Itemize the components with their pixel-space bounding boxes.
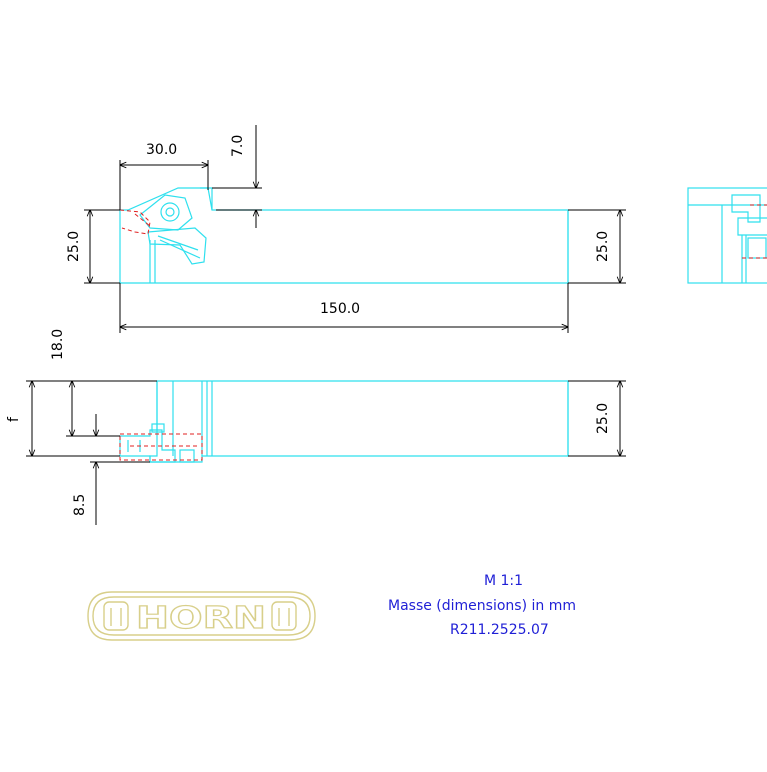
dim-top-offset: 7.0 (230, 135, 246, 157)
part-number: R211.2525.07 (450, 622, 549, 638)
top-view (119, 187, 569, 284)
dim-side-height: 25.0 (595, 403, 611, 434)
dim-side-f: f (6, 416, 22, 422)
side-view-shank-outline (149, 380, 569, 463)
top-view-dimensions (84, 125, 626, 333)
side-view (119, 380, 569, 463)
clamp-screw-inner-icon (165, 207, 175, 217)
insert-line (159, 239, 201, 259)
insert-shape (147, 227, 207, 265)
insert-line-2 (157, 235, 199, 251)
dim-height-left: 25.0 (66, 231, 82, 262)
dim-length: 150.0 (320, 301, 360, 317)
horn-logo (87, 591, 316, 641)
dim-height-right: 25.0 (595, 231, 611, 262)
side-view-dimensions (26, 381, 626, 525)
top-view-hidden-lines (119, 209, 151, 235)
side-view-insert (119, 429, 176, 463)
dim-side-bottom: 8.5 (72, 494, 88, 516)
logo-text: HORN (136, 601, 266, 636)
clamp-screw-icon (160, 202, 180, 222)
clamp-shape (139, 194, 193, 231)
units-note: Masse (dimensions) in mm (388, 598, 576, 614)
end-view (687, 187, 767, 284)
dim-top-width: 30.0 (146, 142, 177, 158)
top-view-shank-outline (119, 187, 569, 284)
side-view-hidden-lines (119, 433, 203, 461)
scale-note: M 1:1 (484, 573, 523, 589)
dim-side-offset: 18.0 (50, 329, 66, 360)
end-view-hidden-lines (742, 204, 767, 259)
